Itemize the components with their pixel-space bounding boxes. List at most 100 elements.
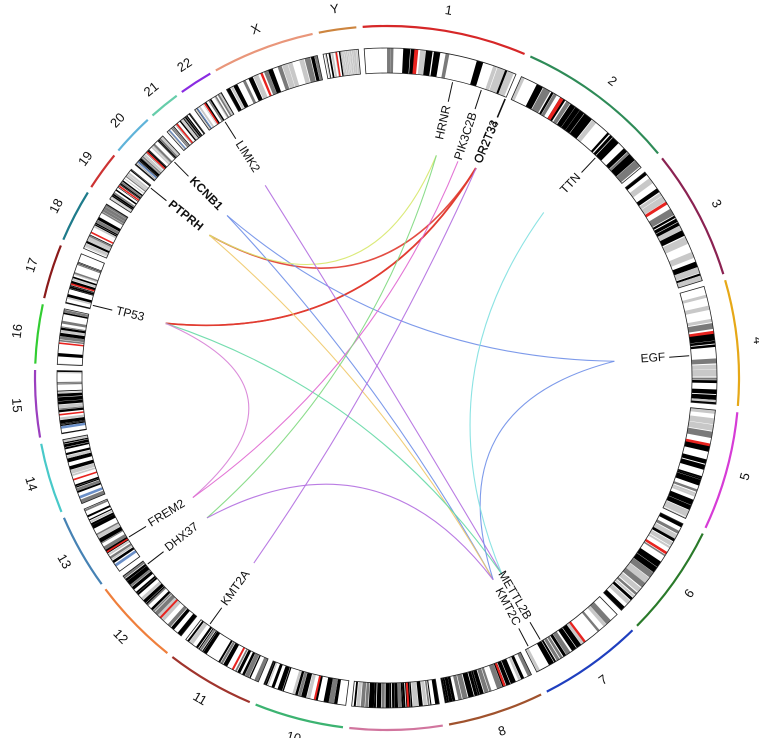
chromosome-arc-X — [215, 32, 313, 72]
chromosome-label-7: 7 — [596, 671, 611, 687]
link-egf-kmt2c — [479, 360, 615, 580]
ideogram-chr-17 — [65, 253, 105, 310]
chromosome-arc-8 — [448, 693, 542, 726]
chromosome-arc-14 — [40, 443, 63, 513]
link-dhx37-kmt2c — [206, 483, 494, 581]
gene-limk2: LIMK2 — [224, 121, 264, 175]
chromosome-label-18: 18 — [46, 196, 66, 216]
ideogram-chr-21 — [166, 112, 206, 152]
chromosome-label-4: 4 — [750, 336, 759, 345]
gene-hrnr: HRNR — [432, 82, 453, 141]
ideogram-chr-3 — [624, 171, 703, 289]
chromosome-label-1: 1 — [444, 2, 454, 18]
ideogram-chr-10 — [263, 660, 350, 706]
chromosome-arc-12 — [104, 588, 169, 654]
chromosome-label-15: 15 — [9, 398, 25, 414]
chromosome-arc-17 — [43, 245, 62, 299]
ideogram-chr-4 — [679, 285, 718, 405]
gene-label: KCNB1 — [187, 174, 226, 214]
chromosome-arc-11 — [171, 656, 251, 704]
chromosome-arc-5 — [704, 412, 739, 529]
chromosome-arc-13 — [62, 517, 103, 585]
ideogram-chr-6 — [603, 512, 684, 611]
chromosome-label-5: 5 — [736, 471, 752, 482]
chromosome-arcs — [33, 24, 741, 732]
chromosome-arc-20 — [117, 118, 149, 152]
link-tp53-mettl2b — [165, 322, 503, 576]
ideogram-chr-8 — [440, 651, 533, 704]
ideogram-chr-12 — [122, 560, 198, 637]
ideogram-chr-Y — [322, 48, 361, 80]
link-kcnb1-kmt2c — [226, 215, 494, 581]
link-limk2-mettl2b — [264, 184, 503, 576]
ideogram-chr-19 — [109, 168, 152, 214]
link-tp53-or2t33 — [165, 167, 477, 327]
chromosome-label-12: 12 — [110, 626, 131, 647]
chromosome-label-8: 8 — [496, 722, 508, 738]
chromosome-arc-19 — [90, 154, 116, 188]
chromosome-arc-4 — [724, 279, 741, 407]
gene-label: KMT2A — [218, 567, 253, 608]
link-ribbons — [165, 155, 615, 581]
chromosome-label-22: 22 — [174, 55, 194, 75]
gene-tp53: TP53 — [92, 303, 147, 324]
ideogram-chr-22 — [194, 92, 235, 131]
ideogram-chr-7 — [524, 596, 618, 673]
ideogram-chr-9 — [351, 678, 440, 709]
chromosome-label-10: 10 — [285, 728, 303, 738]
chromosome-arc-16 — [34, 304, 44, 364]
gene-kmt2a: KMT2A — [209, 567, 253, 625]
ideogram-ring — [56, 47, 718, 709]
ideogram-chr-20 — [134, 135, 181, 182]
link-tp53-frem2 — [165, 322, 250, 498]
chromosome-arc-18 — [62, 191, 89, 241]
chromosome-arc-9 — [349, 724, 443, 732]
gene-label: FREM2 — [145, 496, 187, 529]
ideogram-chr-18 — [83, 203, 129, 259]
gene-labels: HRNRPIK3C2BOR2T33OR2T34TTNEGFMETTL2BKMT2… — [92, 82, 690, 647]
ideogram-chr-13 — [83, 498, 141, 572]
chromosome-label-Y: Y — [329, 1, 340, 17]
link-ttn-mettl2b — [469, 212, 545, 575]
chromosome-arc-10 — [255, 703, 344, 729]
chromosome-labels: 12345678910111213141516171819202122XY — [9, 1, 759, 738]
chromosome-label-19: 19 — [75, 148, 96, 169]
gene-label: LIMK2 — [233, 138, 264, 175]
ideogram-chr-1 — [363, 47, 517, 98]
link-dhx37-hrnr — [206, 155, 437, 519]
chromosome-arc-6 — [636, 533, 704, 627]
chromosome-label-6: 6 — [681, 586, 697, 601]
chromosome-label-17: 17 — [22, 256, 41, 274]
gene-label: TP53 — [115, 303, 147, 324]
gene-ptprh: PTPRH — [150, 187, 206, 233]
gene-ttn: TTN — [557, 157, 596, 197]
chromosome-arc-2 — [529, 55, 659, 155]
chromosome-label-3: 3 — [708, 197, 725, 210]
chromosome-label-20: 20 — [107, 110, 128, 131]
ideogram-chr-X — [225, 54, 324, 113]
chromosome-arc-Y — [318, 26, 357, 34]
chromosome-arc-7 — [546, 629, 634, 693]
ideogram-chr-15 — [56, 370, 87, 435]
chromosome-label-2: 2 — [605, 73, 620, 89]
gene-label: EGF — [640, 350, 666, 366]
chromosome-arc-21 — [151, 94, 178, 117]
chromosome-label-11: 11 — [190, 689, 209, 709]
gene-egf: EGF — [640, 350, 690, 366]
chromosome-arc-1 — [362, 24, 526, 56]
link-ptprh-kmt2c — [208, 234, 494, 581]
chromosome-label-X: X — [249, 20, 263, 37]
ideogram-chr-16 — [56, 308, 90, 366]
chromosome-label-16: 16 — [9, 323, 26, 339]
chromosome-label-21: 21 — [141, 79, 162, 100]
gene-label: HRNR — [432, 104, 453, 141]
chromosome-arc-15 — [33, 369, 42, 438]
chromosome-label-13: 13 — [54, 551, 74, 571]
gene-label: PTPRH — [166, 197, 206, 233]
link-ptprh-hrnr — [209, 155, 437, 266]
chromosome-arc-3 — [661, 157, 725, 275]
ideogram-chr-2 — [510, 76, 642, 184]
ideogram-chr-11 — [185, 619, 269, 683]
link-kcnb1-egf — [226, 215, 615, 362]
